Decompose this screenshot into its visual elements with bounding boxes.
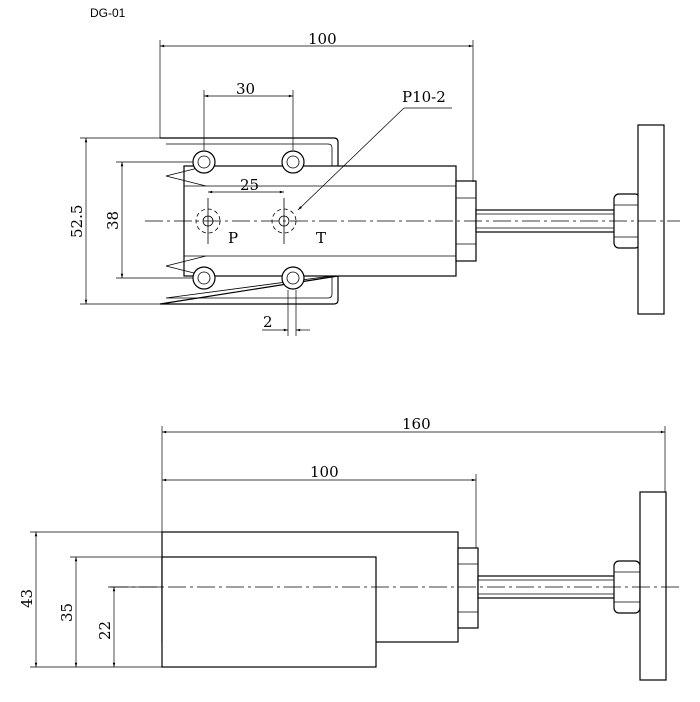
svg-text:30: 30: [236, 80, 255, 98]
dim-body-length: 100: [162, 463, 477, 548]
bolt-hole-bottom-left: [192, 266, 216, 290]
svg-text:P10-2: P10-2: [402, 88, 446, 106]
top-view: P T: [68, 30, 680, 336]
bolt-hole-bottom-right: [281, 266, 305, 290]
dim-total-length: 160: [161, 415, 666, 532]
handwheel: [637, 124, 665, 315]
svg-text:2: 2: [263, 313, 273, 331]
svg-text:160: 160: [402, 415, 431, 433]
dim-height-35: 35: [58, 556, 162, 668]
dim-height-inner: 38: [104, 161, 193, 279]
dim-port-spacing: 25: [208, 176, 284, 194]
drawing-title: DG-01: [90, 6, 126, 20]
svg-text:35: 35: [58, 603, 76, 622]
svg-text:22: 22: [96, 621, 114, 640]
svg-text:52.5: 52.5: [68, 205, 86, 238]
dim-height-43: 43: [18, 531, 162, 668]
svg-text:25: 25: [240, 176, 259, 194]
dim-offset: 2: [262, 290, 310, 336]
bolt-hole-top-right: [281, 150, 305, 174]
side-handwheel: [639, 491, 667, 681]
dim-height-22: 22: [96, 586, 162, 668]
svg-text:100: 100: [310, 463, 339, 481]
callout-p10-2: P10-2: [297, 88, 452, 211]
side-hex-nut: [457, 547, 479, 629]
dim-overall-length: 100: [159, 30, 474, 182]
port-t-label: T: [316, 229, 326, 247]
svg-text:43: 43: [18, 589, 36, 608]
dim-height-outer: 52.5: [68, 137, 160, 305]
bolt-hole-top-left: [192, 150, 216, 174]
svg-text:100: 100: [308, 30, 337, 48]
base-plate-inner: [165, 143, 333, 299]
base-plate-outline: [159, 137, 339, 305]
svg-text:38: 38: [104, 211, 122, 230]
side-view: 160 100 43 35: [18, 415, 680, 681]
dim-hole-spacing: 30: [203, 80, 294, 150]
port-p-label: P: [228, 229, 238, 247]
side-base-plate: [161, 556, 377, 668]
